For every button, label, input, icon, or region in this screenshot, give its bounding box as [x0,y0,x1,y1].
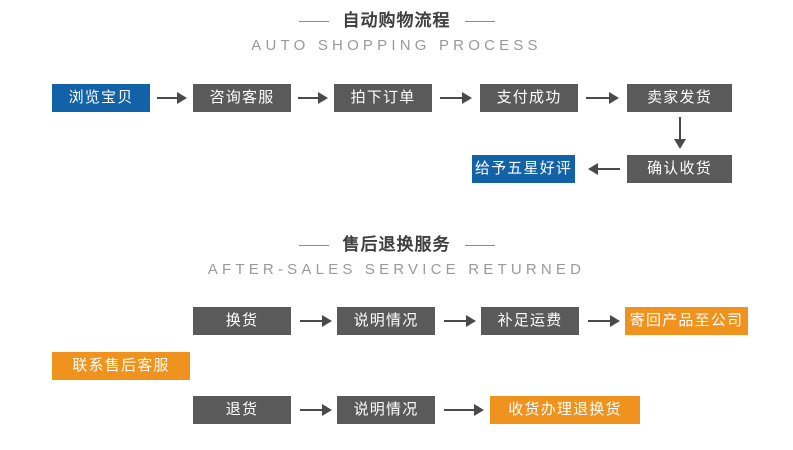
flow-node-exchange-goods[interactable]: 换货 [193,307,291,335]
arrow-head-down-icon [674,139,686,149]
connector-arrow-order-to-payment [440,92,472,104]
section-heading-after-sales-service-returned: 售后退换服务 AFTER-SALES SERVICE RETURNED [0,234,793,280]
arrow-head-right-icon [466,315,476,327]
arrow-head-right-icon [462,92,472,104]
connector-arrow-payment-to-ship [586,92,619,104]
arrow-head-right-icon [610,315,620,327]
arrow-shaft [598,168,620,170]
arrow-shaft [300,320,322,322]
section-title-cn: 自动购物流程 [342,11,451,30]
flow-node-payment-success[interactable]: 支付成功 [480,84,578,112]
flow-node-label: 换货 [225,312,259,329]
arrow-shaft [298,97,318,99]
arrow-head-right-icon [322,404,332,416]
connector-arrow-exchange-to-explain [300,315,332,327]
flow-node-consult-service[interactable]: 咨询客服 [193,84,291,112]
flow-node-confirm-receipt[interactable]: 确认收货 [627,155,732,183]
arrow-head-left-icon [588,163,598,175]
flow-node-contact-after-sales[interactable]: 联系售后客服 [52,352,190,380]
flow-node-label: 确认收货 [647,160,712,177]
arrow-head-right-icon [609,92,619,104]
flow-node-label: 拍下订单 [350,89,416,106]
flow-node-place-order[interactable]: 拍下订单 [334,84,432,112]
arrow-head-right-icon [474,404,484,416]
flow-node-pay-shipping-fee[interactable]: 补足运费 [481,307,579,335]
heading-rule-left-icon [298,20,329,22]
connector-arrow-explain-to-process [444,404,484,416]
connector-arrow-consult-to-order [298,92,328,104]
connector-arrow-return-to-explain [300,404,332,416]
connector-arrow-ship-to-confirm [674,117,686,149]
flow-node-label: 退货 [225,401,259,418]
flow-node-label: 补足运费 [497,312,563,329]
connector-arrow-fee-to-mail [588,315,620,327]
section-heading-cn-row: 售后退换服务 [0,234,793,256]
arrow-head-right-icon [177,92,187,104]
section-heading-cn-row: 自动购物流程 [0,10,793,32]
arrow-shaft [444,320,466,322]
flow-node-label: 卖家发货 [647,89,712,106]
heading-rule-left-icon [298,244,329,246]
section-title-en: AFTER-SALES SERVICE RETURNED [207,261,586,278]
flow-node-label: 浏览宝贝 [68,89,134,106]
heading-rule-right-icon [464,244,495,246]
flow-node-label: 寄回产品至公司 [629,312,744,329]
section-title-en: AUTO SHOPPING PROCESS [251,37,542,54]
arrow-shaft [444,409,474,411]
flow-node-process-return[interactable]: 收货办理退换货 [490,396,640,424]
connector-arrow-browse-to-consult [157,92,187,104]
arrow-shaft [440,97,462,99]
connector-arrow-explain-to-fee [444,315,476,327]
flow-node-seller-ships[interactable]: 卖家发货 [627,84,732,112]
arrow-head-right-icon [322,315,332,327]
flow-node-label: 说明情况 [353,312,419,329]
flow-node-label: 支付成功 [496,89,562,106]
flow-node-mail-product-back[interactable]: 寄回产品至公司 [625,307,748,335]
section-title-cn: 售后退换服务 [342,235,451,254]
arrow-head-right-icon [318,92,328,104]
section-heading-auto-shopping-process: 自动购物流程 AUTO SHOPPING PROCESS [0,10,793,56]
flow-node-label: 咨询客服 [209,89,275,106]
arrow-shaft [586,97,609,99]
arrow-shaft [588,320,610,322]
flow-node-label: 给予五星好评 [474,160,573,177]
arrow-shaft [300,409,322,411]
flow-node-label: 说明情况 [353,401,419,418]
flow-node-explain-situation-1[interactable]: 说明情况 [337,307,435,335]
flow-node-explain-situation-2[interactable]: 说明情况 [337,396,435,424]
flow-node-label: 联系售后客服 [72,357,170,374]
heading-rule-right-icon [464,20,495,22]
connector-arrow-confirm-to-review [588,163,620,175]
flow-node-five-star-review[interactable]: 给予五星好评 [472,155,575,183]
flow-node-label: 收货办理退换货 [508,401,622,418]
flow-node-browse-item[interactable]: 浏览宝贝 [52,84,150,112]
arrow-shaft [679,117,681,139]
arrow-shaft [157,97,177,99]
flow-node-return-goods[interactable]: 退货 [193,396,291,424]
